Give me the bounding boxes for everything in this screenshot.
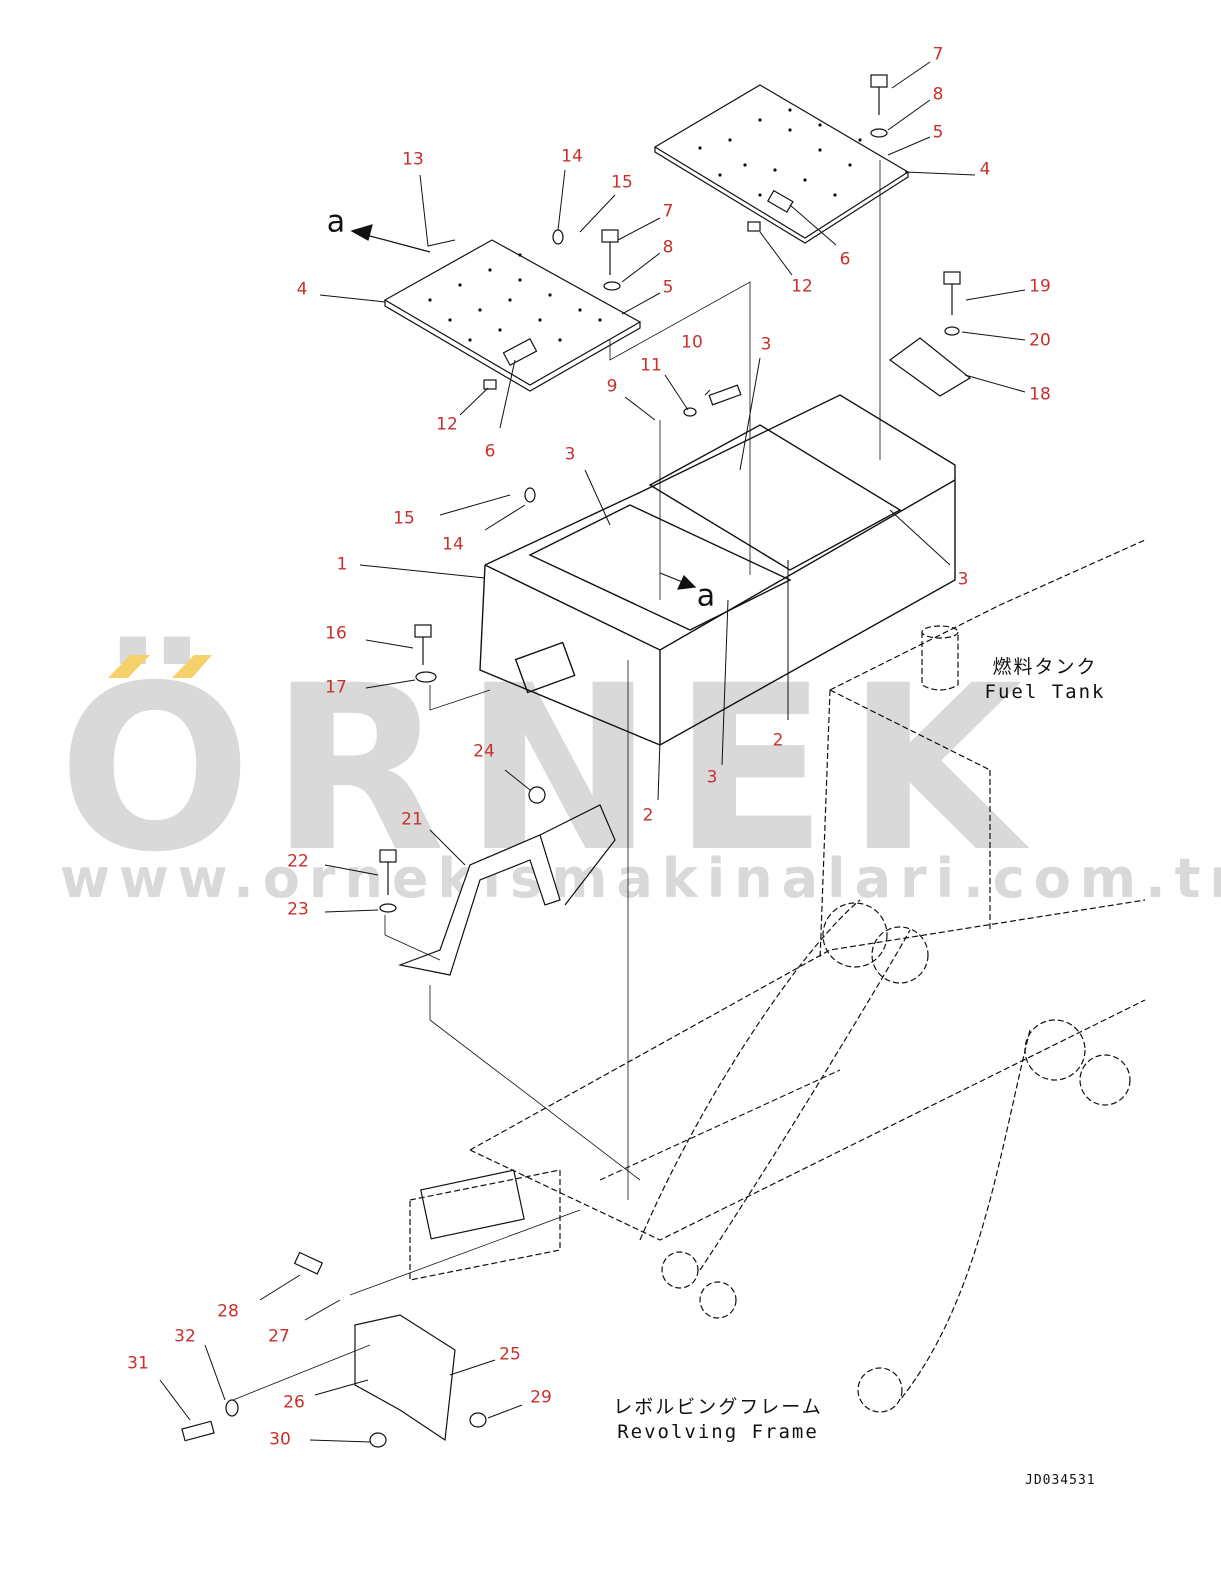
callout-3: 3: [957, 569, 969, 590]
callout-21: 21: [401, 809, 423, 830]
fasteners: [181, 74, 961, 1448]
callout-30: 30: [269, 1429, 291, 1450]
battery-box: [479, 394, 956, 746]
callout-3: 3: [706, 767, 718, 788]
callout-25: 25: [499, 1344, 521, 1365]
callout-3: 3: [564, 444, 576, 465]
callout-15: 15: [393, 508, 415, 529]
callout-10: 10: [681, 332, 703, 353]
leader-lines: [159, 61, 1026, 1443]
callout-8: 8: [932, 84, 944, 105]
callout-27: 27: [268, 1326, 290, 1347]
callout-7: 7: [932, 44, 944, 65]
callout-4: 4: [296, 279, 308, 300]
callout-22: 22: [287, 851, 309, 872]
callout-31: 31: [127, 1353, 149, 1374]
fuel-tank: [819, 539, 1146, 961]
callout-8: 8: [662, 237, 674, 258]
callout-6: 6: [839, 249, 851, 270]
revolving-frame: [409, 899, 1146, 1413]
callout-29: 29: [530, 1387, 552, 1408]
callout-14: 14: [561, 146, 583, 167]
callout-3: 3: [760, 334, 772, 355]
callout-1: 1: [336, 554, 348, 575]
floor-plate-right: [653, 84, 910, 244]
callout-5: 5: [662, 277, 674, 298]
callout-7: 7: [662, 201, 674, 222]
drawing-code: JD034531: [1025, 1473, 1096, 1488]
watermark-url: www.ornekismakinalari.com.tr: [60, 847, 1221, 910]
callout-26: 26: [283, 1392, 305, 1413]
floor-plate-left: [383, 239, 642, 392]
revolving-frame-label-jp: レボルビングフレーム: [613, 1396, 823, 1418]
callout-16: 16: [325, 623, 347, 644]
callout-9: 9: [606, 376, 618, 397]
callout-12: 12: [436, 414, 458, 435]
revolving-frame-label-en: Revolving Frame: [617, 1421, 819, 1443]
callout-14: 14: [442, 534, 464, 555]
fuel-tank-label-en: Fuel Tank: [984, 681, 1106, 703]
callout-6: 6: [484, 441, 496, 462]
callout-5: 5: [932, 122, 944, 143]
view-marker-a-box: a: [696, 578, 716, 614]
callout-20: 20: [1029, 330, 1051, 351]
callout-2: 2: [772, 730, 784, 751]
callout-24: 24: [473, 741, 495, 762]
fuel-tank-label-jp: 燃料タンク: [992, 656, 1098, 678]
view-arrow-icons: [350, 224, 697, 590]
callout-12: 12: [791, 276, 813, 297]
view-marker-a-top: a: [326, 204, 346, 240]
callout-2: 2: [642, 805, 654, 826]
callout-15: 15: [611, 172, 633, 193]
callout-19: 19: [1029, 276, 1051, 297]
callout-28: 28: [217, 1301, 239, 1322]
callout-17: 17: [325, 677, 347, 698]
callout-13: 13: [402, 149, 424, 170]
callout-32: 32: [174, 1326, 196, 1347]
callout-4: 4: [979, 159, 991, 180]
callout-18: 18: [1029, 384, 1051, 405]
callout-11: 11: [640, 355, 662, 376]
callout-23: 23: [287, 899, 309, 920]
assembly-lines: [232, 160, 881, 1401]
